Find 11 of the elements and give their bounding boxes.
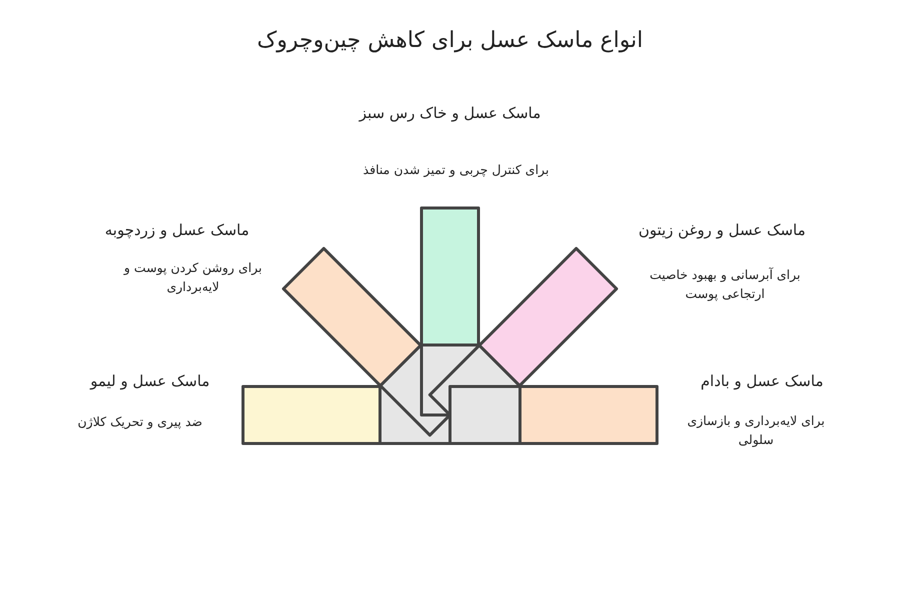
description-text: برای آبرسانی و بهبود خاصیت ارتجاعی پوست: [648, 266, 802, 303]
description-text: برای لایه‌برداری و بازسازی سلولی: [686, 412, 826, 449]
description-text: برای کنترل چربی و تمیز شدن منافذ: [362, 161, 550, 179]
description-text: ضد پیری و تحریک کلاژن: [76, 413, 204, 431]
title: انواع ماسک عسل برای کاهش چین‌وچروک: [257, 28, 643, 53]
mask-heading: ماسک عسل و روغن زیتون: [637, 221, 807, 239]
mask-heading: ماسک عسل و خاک رس سبز: [358, 104, 542, 122]
mask-heading: ماسک عسل و بادام: [700, 372, 824, 390]
description-text: برای روشن کردن پوست و لایه‌برداری: [122, 259, 263, 296]
mask-heading: ماسک عسل و زردچوبه: [104, 221, 250, 239]
mask-heading: ماسک عسل و لیمو: [88, 372, 211, 390]
